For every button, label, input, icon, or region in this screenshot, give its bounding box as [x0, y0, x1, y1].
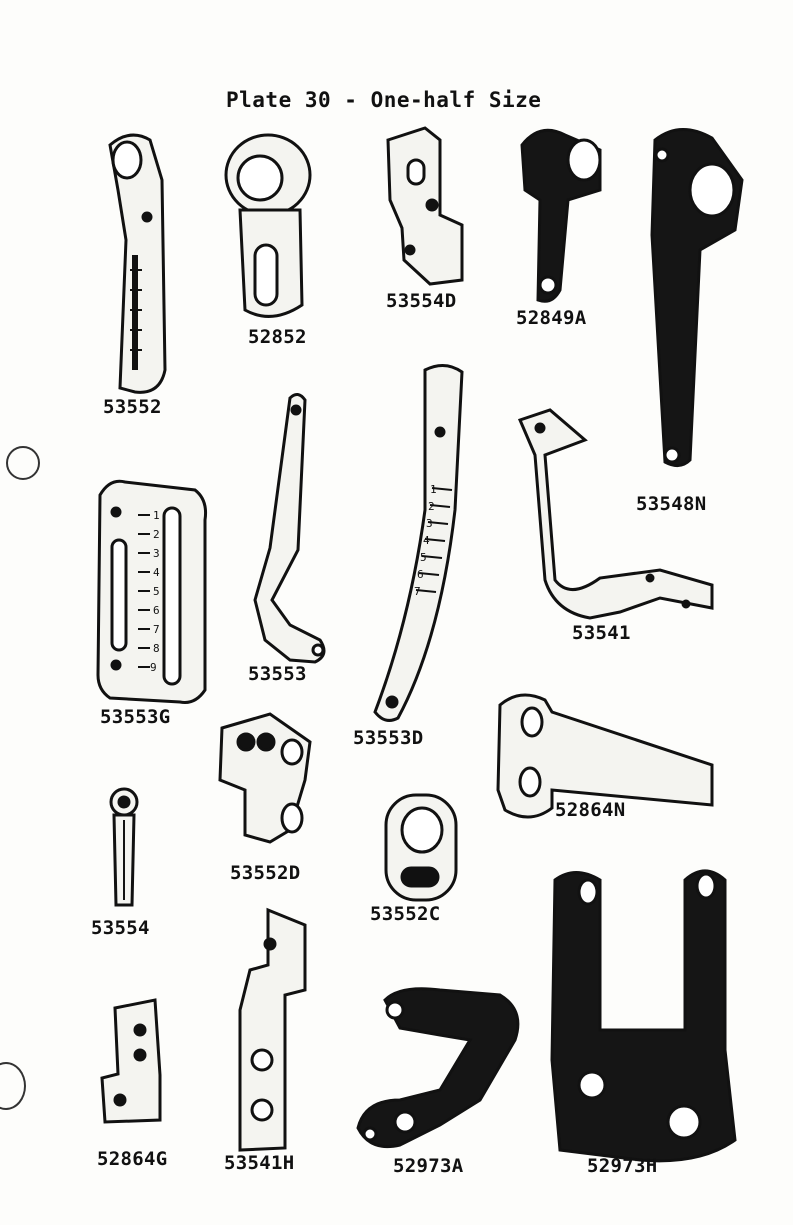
part-label-53553G: 53553G	[100, 706, 170, 728]
part-53548N-drawing	[652, 129, 742, 465]
part-label-53553D: 53553D	[353, 727, 423, 749]
part-label-53552D: 53552D	[230, 862, 300, 884]
bar-mark: 3	[426, 517, 433, 530]
part-53552-drawing	[110, 135, 165, 392]
part-label-53552: 53552	[103, 396, 162, 418]
part-label-53541: 53541	[572, 622, 631, 644]
gauge-mark: 1	[153, 509, 160, 522]
gauge-mark: 7	[153, 623, 160, 636]
part-label-53554: 53554	[91, 917, 150, 939]
part-52864G-drawing	[102, 1000, 160, 1122]
gauge-mark: 2	[153, 528, 160, 541]
part-53552C-drawing	[386, 795, 456, 900]
bar-mark: 1	[430, 483, 437, 496]
part-53553D-drawing	[375, 365, 462, 720]
bar-mark: 7	[414, 585, 421, 598]
bar-mark: 6	[417, 568, 424, 581]
part-53554D-drawing	[388, 128, 462, 284]
part-52973H-drawing	[552, 871, 735, 1161]
part-label-52973H: 52973H	[587, 1155, 657, 1177]
gauge-mark: 9	[150, 661, 157, 674]
part-label-52864G: 52864G	[97, 1148, 167, 1170]
bar-mark: 4	[423, 534, 430, 547]
part-label-52864N: 52864N	[555, 799, 625, 821]
part-label-53552C: 53552C	[370, 903, 440, 925]
bar-mark: 5	[420, 551, 427, 564]
part-label-52852: 52852	[248, 326, 307, 348]
gauge-mark: 4	[153, 566, 160, 579]
gauge-mark: 5	[153, 585, 160, 598]
part-52849A-drawing	[522, 130, 600, 301]
part-label-53541H: 53541H	[224, 1152, 294, 1174]
gauge-mark: 3	[153, 547, 160, 560]
part-52973A-drawing	[358, 989, 518, 1147]
part-53552D-drawing	[220, 714, 310, 842]
part-label-53554D: 53554D	[386, 290, 456, 312]
part-label-53548N: 53548N	[636, 493, 706, 515]
part-label-52849A: 52849A	[516, 307, 586, 329]
part-53554-drawing	[111, 789, 137, 905]
bar-mark: 2	[428, 500, 435, 513]
part-52852-drawing	[226, 135, 310, 316]
part-53553-drawing	[255, 394, 324, 662]
part-label-52973A: 52973A	[393, 1155, 463, 1177]
gauge-mark: 6	[153, 604, 160, 617]
part-53541H-drawing	[240, 910, 305, 1150]
gauge-mark: 8	[153, 642, 160, 655]
part-label-53553: 53553	[248, 663, 307, 685]
